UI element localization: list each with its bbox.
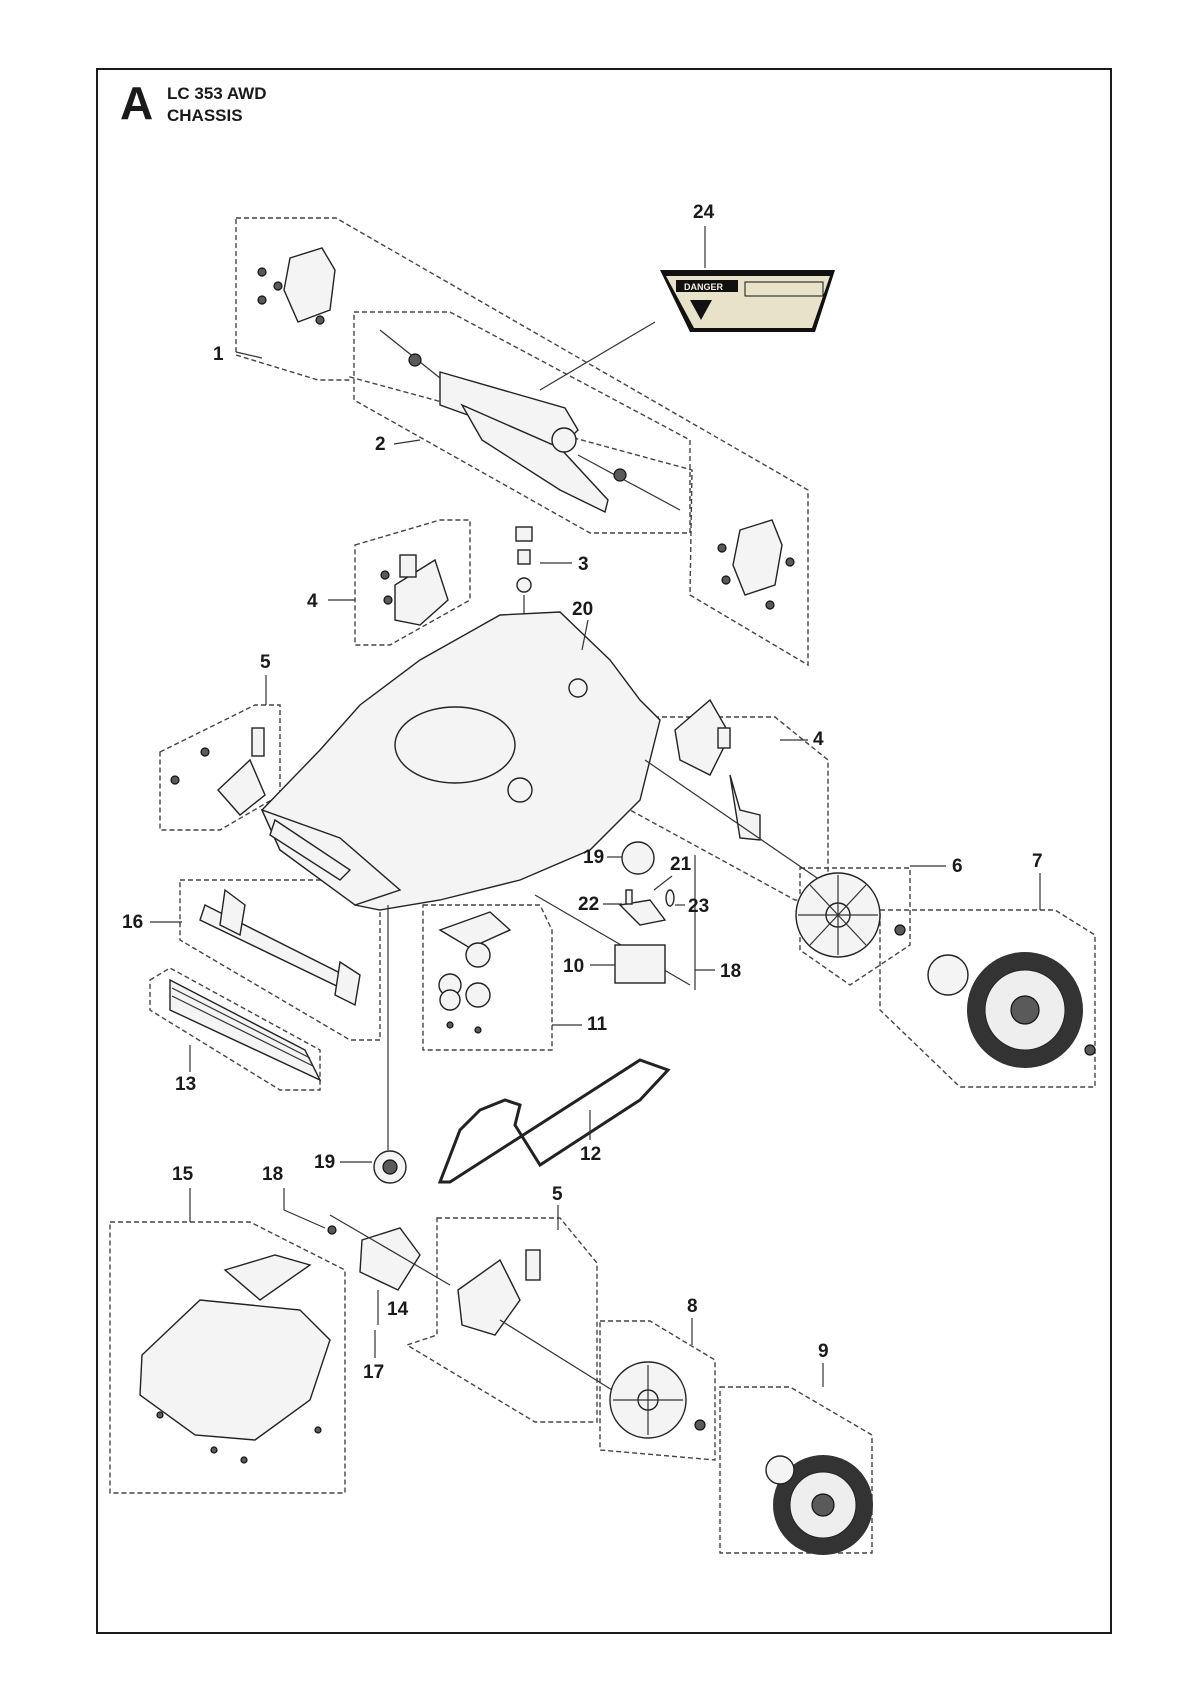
handle-bracket-right xyxy=(717,519,795,610)
handle-bracket-left xyxy=(257,247,336,325)
callout-5a: 5 xyxy=(260,652,271,673)
drawing-frame xyxy=(96,68,1112,1634)
drive-shaft-part xyxy=(534,841,696,990)
callout-22: 22 xyxy=(578,894,599,915)
drive-belt-part xyxy=(437,1058,671,1184)
group-outlines xyxy=(109,217,1096,1554)
callout-2: 2 xyxy=(375,434,386,455)
callout-20: 20 xyxy=(572,599,593,620)
height-lever-rear xyxy=(170,727,266,816)
section-letter: A xyxy=(120,77,154,129)
callout-5b: 5 xyxy=(552,1184,563,1205)
callout-3: 3 xyxy=(578,554,589,575)
decal-label: DANGER xyxy=(684,282,724,292)
height-lever-upper xyxy=(380,554,449,626)
callout-10: 10 xyxy=(563,956,584,977)
rear-grille-part xyxy=(169,978,322,1082)
callout-24: 24 xyxy=(693,202,715,223)
callout-13: 13 xyxy=(175,1074,196,1095)
callout-19b: 19 xyxy=(314,1152,335,1173)
wheel-hub-front xyxy=(609,1361,706,1439)
callout-8: 8 xyxy=(687,1296,698,1317)
callout-4b: 4 xyxy=(813,729,824,750)
section-subtitle: CHASSIS xyxy=(167,106,243,125)
wheel-front xyxy=(765,1455,873,1555)
model-title: LC 353 AWD xyxy=(167,84,267,103)
callout-labels: 1 2 3 4 4 5 5 6 7 8 9 10 11 12 13 14 15 … xyxy=(122,202,1043,1387)
callout-4a: 4 xyxy=(307,591,318,612)
wheel-rear xyxy=(967,952,1096,1068)
callout-23: 23 xyxy=(688,896,709,917)
callout-11: 11 xyxy=(587,1014,608,1035)
callout-21: 21 xyxy=(670,854,692,875)
callout-18b: 18 xyxy=(720,961,741,982)
gearbox-part xyxy=(327,1150,451,1325)
front-cover-part xyxy=(139,1254,331,1464)
callout-7: 7 xyxy=(1032,851,1043,872)
callout-17: 17 xyxy=(363,1362,384,1383)
callout-19a: 19 xyxy=(583,847,604,868)
callout-1: 1 xyxy=(213,344,224,365)
handle-bar-part xyxy=(379,329,681,514)
callout-9: 9 xyxy=(818,1341,829,1362)
danger-decal: DANGER xyxy=(539,270,835,391)
callout-15: 15 xyxy=(172,1164,194,1185)
height-lever-front xyxy=(457,1249,621,1396)
wheel-hub-rear xyxy=(795,872,969,996)
callout-14: 14 xyxy=(387,1299,409,1320)
callout-18a: 18 xyxy=(262,1164,283,1185)
callout-6: 6 xyxy=(952,856,963,877)
mower-deck-part xyxy=(260,611,661,1150)
callout-16: 16 xyxy=(122,912,143,933)
pulley-assembly xyxy=(438,911,512,1034)
rear-bar-part xyxy=(199,888,361,1007)
callout-12: 12 xyxy=(580,1144,601,1165)
height-lever-right xyxy=(644,698,821,881)
